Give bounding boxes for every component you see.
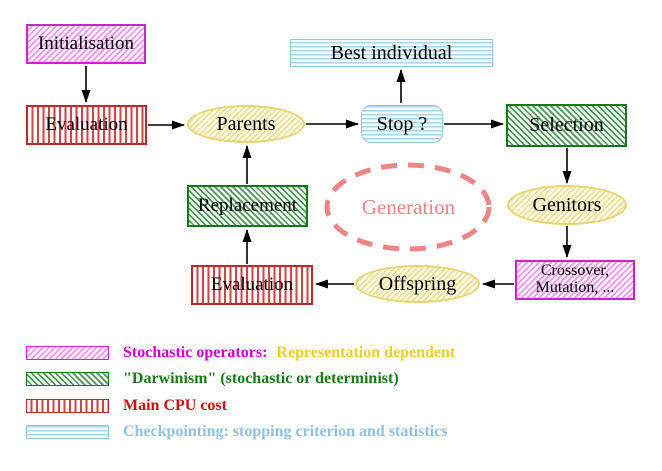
legend-row-darwinism: "Darwinism" (stochastic or determinist) bbox=[26, 370, 399, 387]
legend-row-checkpointing: Checkpointing: stopping criterion and st… bbox=[26, 423, 448, 440]
node-offspring: Offspring bbox=[355, 265, 480, 303]
node-replacement: Replacement bbox=[187, 185, 308, 227]
generation-dashed-ellipse bbox=[324, 162, 492, 252]
node-parents: Parents bbox=[187, 105, 305, 143]
legend-text-representation-dependent: Representation dependent bbox=[276, 344, 456, 361]
crossover-line2: Mutation, ... bbox=[535, 279, 615, 296]
legend-swatch-cyan-hlines bbox=[26, 425, 109, 439]
node-evaluation-top: Evaluation bbox=[26, 105, 147, 145]
legend-row-stochastic-operators: Stochastic operators: Representation depe… bbox=[26, 344, 456, 361]
node-best-individual: Best individual bbox=[290, 39, 493, 67]
legend-text-main-cpu-cost: Main CPU cost bbox=[123, 397, 227, 414]
node-evaluation-bottom: Evaluation bbox=[191, 265, 313, 305]
legend-text-darwinism: "Darwinism" (stochastic or determinist) bbox=[123, 370, 399, 387]
legend-text-checkpointing: Checkpointing: stopping criterion and st… bbox=[123, 423, 448, 440]
node-initialisation: Initialisation bbox=[26, 24, 146, 64]
node-stop: Stop ? bbox=[361, 105, 443, 143]
legend-text-stochastic-operators: Stochastic operators: bbox=[123, 344, 268, 361]
node-crossover-mutation: Crossover, Mutation, ... bbox=[515, 260, 635, 300]
crossover-line1: Crossover, bbox=[540, 262, 610, 280]
legend-row-main-cpu-cost: Main CPU cost bbox=[26, 397, 227, 414]
legend-swatch-magenta-hatch bbox=[26, 346, 109, 360]
legend-swatch-green-hatch bbox=[26, 372, 109, 386]
node-selection: Selection bbox=[506, 104, 627, 147]
legend-swatch-red-vlines bbox=[26, 399, 109, 413]
generation-label: Generation bbox=[361, 194, 456, 219]
node-genitors: Genitors bbox=[507, 185, 627, 225]
